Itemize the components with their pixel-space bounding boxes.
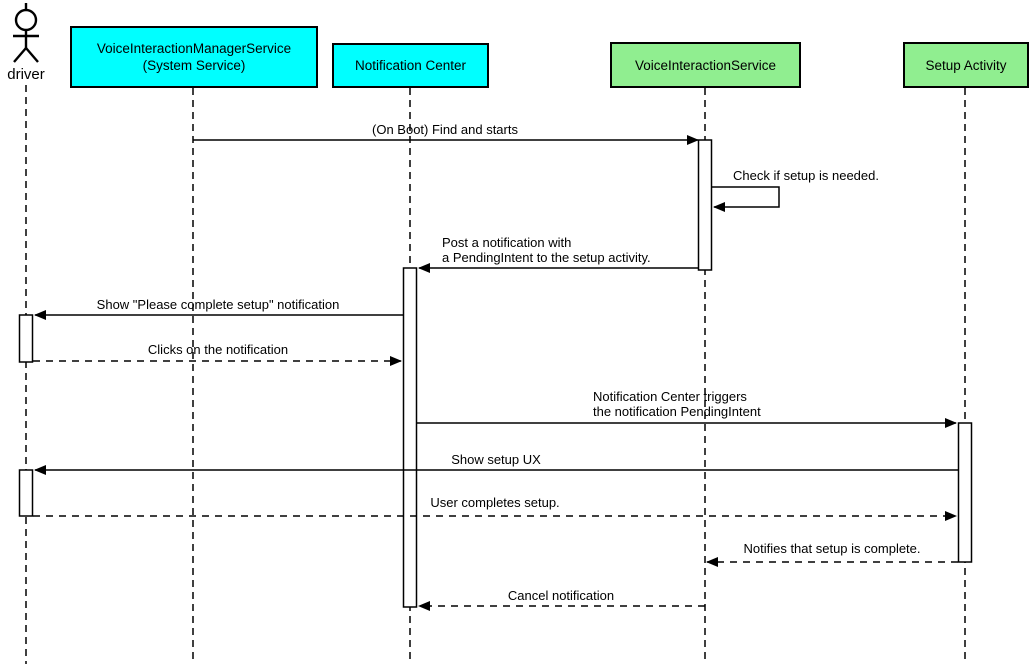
arrow-check-if-setup-needed [712,186,780,212]
message-label-line1: Post a notification with [442,235,572,250]
message-label-line2: the notification PendingIntent [593,404,761,419]
participant-label: VoiceInteractionService [634,57,777,73]
message-label-line2: a PendingIntent to the setup activity. [442,250,651,265]
message-label-line1: Notification Center triggers [593,389,747,404]
message-label-show-setup-ux: Show setup UX [451,452,541,467]
message-label-post-notification: Post a notification with a PendingIntent… [442,235,651,265]
message-label-notifies-complete: Notifies that setup is complete. [743,541,921,556]
message-label-show-notification: Show "Please complete setup" notificatio… [96,297,340,312]
activation-voiceinteractionservice [697,139,713,271]
message-label-clicks-notification: Clicks on the notification [147,342,289,357]
message-label-user-completes-setup: User completes setup. [430,495,560,510]
message-label-check-setup: Check if setup is needed. [733,168,879,183]
activation-setup-activity [957,422,973,563]
actor-driver-icon [13,3,39,63]
participant-label-line1: VoiceInteractionManagerService [96,41,292,56]
participant-setup-activity: Setup Activity [903,42,1029,88]
message-label-find-and-starts: (On Boot) Find and starts [372,122,518,137]
message-label-cancel-notification: Cancel notification [507,588,615,603]
participant-label: Setup Activity [925,57,1007,73]
participant-voiceinteractionservice: VoiceInteractionService [610,42,801,88]
activation-driver-2 [18,469,34,517]
activation-notification-center [402,267,418,608]
participant-label: Notification Center [354,58,467,73]
message-label-trigger-pendingintent: Notification Center triggers the notific… [593,389,761,419]
actor-driver-label: driver [7,66,45,83]
activation-driver-1 [18,314,34,363]
participant-voiceinteractionmanagerservice: VoiceInteractionManagerService (System S… [70,26,318,88]
participant-notification-center: Notification Center [332,43,489,88]
participant-label-line2: (System Service) [142,58,246,73]
